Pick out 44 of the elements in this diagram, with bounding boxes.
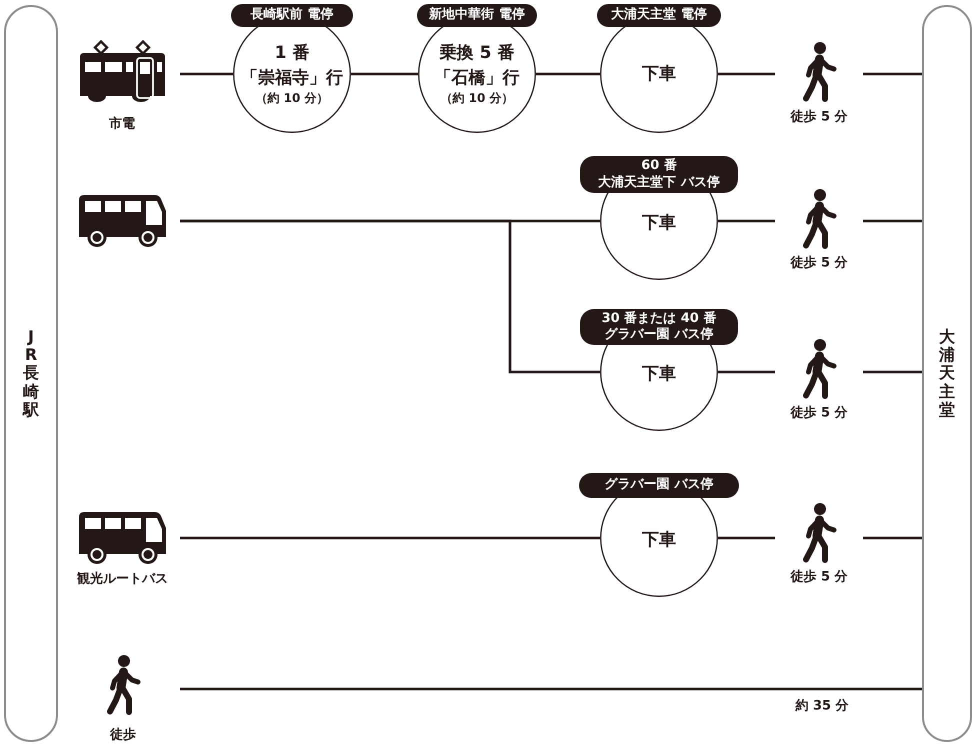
connector-line — [180, 688, 922, 690]
connector-line — [718, 220, 775, 222]
badge-text: 大浦天主堂下 バス停 — [598, 174, 720, 191]
connector-line — [718, 536, 775, 540]
icon-caption: 市電 — [109, 118, 135, 132]
stop-name-badge: 新地中華街 電停 — [417, 4, 537, 27]
alight-text: 下車 — [642, 65, 676, 85]
route-text: 「崇福寺」行 — [241, 69, 343, 89]
station-name: 大浦天主堂 — [938, 328, 956, 420]
route-text: 「石橋」行 — [434, 69, 520, 89]
connector-line — [180, 220, 600, 374]
duration-text: （約 10 分） — [255, 92, 329, 106]
connector-line — [718, 370, 775, 374]
stop-name-badge: 大浦天主堂 電停 — [597, 4, 721, 27]
badge-text: 30 番または 40 番 — [602, 310, 716, 327]
rounded-bar — [4, 5, 58, 742]
alight-text: 下車 — [642, 214, 676, 234]
edge-label: 約 35 分 — [793, 700, 851, 714]
station-name: JR長崎駅 — [22, 328, 40, 420]
connector-line — [180, 72, 233, 76]
connector-line — [536, 72, 600, 76]
connector-line — [863, 220, 922, 222]
route-text: 乗換 5 番 — [440, 44, 514, 64]
icon-caption: 徒歩 5 分 — [790, 570, 848, 586]
icon-caption: 徒歩 5 分 — [790, 110, 848, 126]
route-text: 1 番 — [274, 44, 310, 64]
connector-line — [863, 370, 922, 374]
icon-caption: 徒歩 5 分 — [790, 406, 848, 422]
badge-text: 60 番 — [641, 158, 677, 174]
badge-text: グラバー園 バス停 — [604, 327, 714, 344]
alight-text: 下車 — [642, 365, 676, 385]
icon-caption: 徒歩 5 分 — [790, 256, 848, 272]
icon-caption: 観光ルートバス — [77, 572, 168, 588]
connector-line — [863, 72, 922, 76]
connector-line — [863, 536, 922, 540]
stop-name-badge: グラバー園 バス停 — [579, 473, 739, 498]
duration-text: （約 10 分） — [440, 92, 514, 106]
stop-name-badge: 長崎駅前 電停 — [231, 4, 353, 27]
alight-text: 下車 — [642, 531, 676, 551]
icon-caption: 徒歩 — [110, 728, 136, 744]
connector-line — [351, 72, 418, 76]
rounded-bar — [922, 5, 972, 742]
connector-line — [180, 536, 600, 540]
connector-line — [718, 72, 775, 76]
